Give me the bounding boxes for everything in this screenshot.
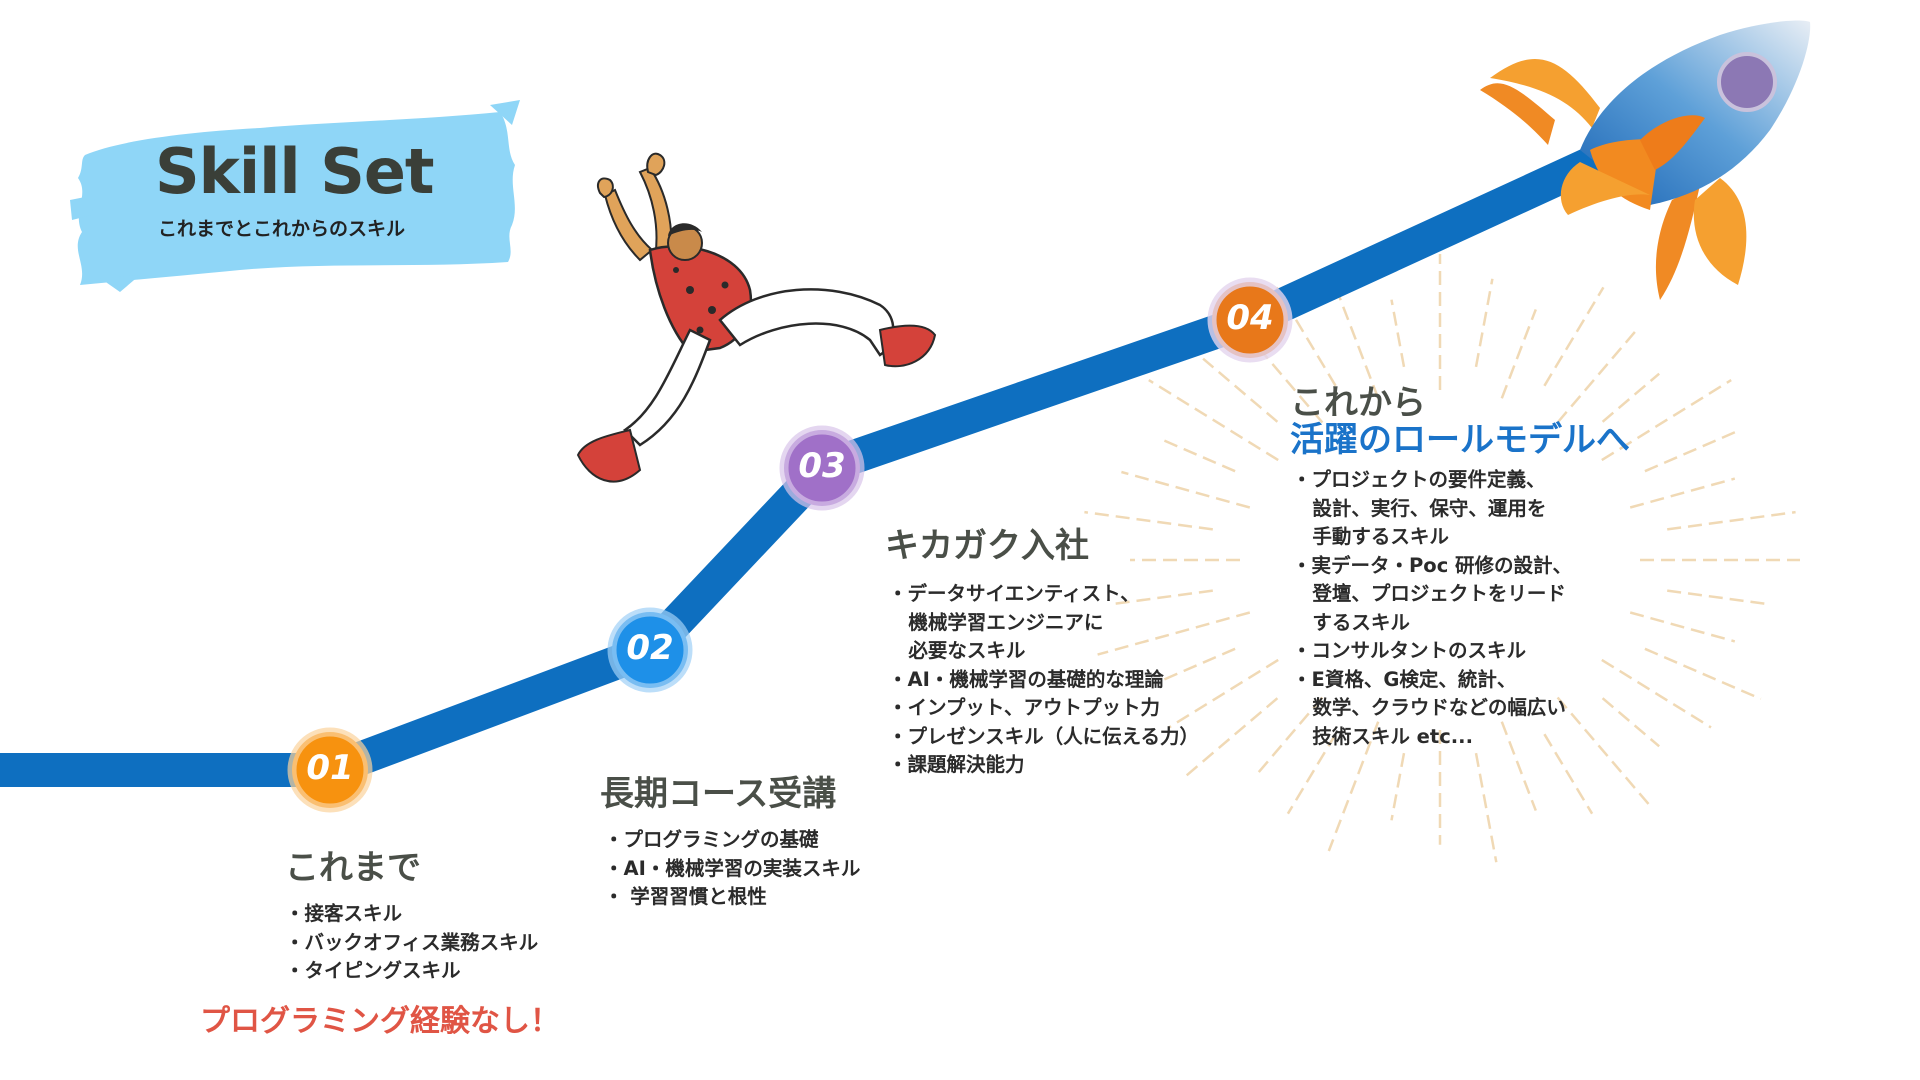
sunburst-ray <box>1163 439 1236 473</box>
step-01-title: これまで <box>285 848 421 888</box>
sunburst-ray <box>1601 697 1661 748</box>
list-item: ・データサイエンティスト、 <box>888 582 1140 605</box>
sunburst-ray <box>1286 733 1337 815</box>
list-item: ・バックオフィス業務スキル <box>285 930 539 954</box>
sunburst-ray <box>1256 345 1324 424</box>
list-item: ・インプット、アウトプット力 <box>888 696 1161 719</box>
sunburst-ray <box>1097 611 1251 656</box>
sunburst-ray <box>1543 733 1594 815</box>
sunburst-decoration <box>1084 254 1800 863</box>
badge-02 <box>607 607 693 693</box>
sunburst-ray <box>1601 658 1712 729</box>
page-subtitle: これまでとこれからのスキル <box>158 218 406 240</box>
no-experience-note: プログラミング経験なし！ <box>200 1004 560 1039</box>
sunburst-ray <box>1148 379 1279 462</box>
list-item: するスキル <box>1292 610 1410 634</box>
badge-number-03: 03 <box>798 446 846 486</box>
sunburst-ray <box>1474 752 1498 863</box>
list-item: 技術スキル etc... <box>1292 724 1473 748</box>
sunburst-ray <box>1474 278 1494 368</box>
sunburst-ray <box>1629 611 1736 643</box>
badge-01 <box>287 727 373 813</box>
badge-number-02: 02 <box>626 628 674 668</box>
sunburst-ray <box>1202 357 1279 423</box>
list-item: ・AI・機械学習の実装スキル <box>604 856 861 880</box>
list-item: ・課題解決能力 <box>888 753 1025 776</box>
sunburst-ray <box>1256 696 1324 775</box>
step-04-title-line1: これから <box>1290 383 1426 423</box>
list-item: ・E資格、G検定、統計、 <box>1292 667 1517 691</box>
sunburst-ray <box>1644 647 1762 701</box>
sunburst-ray <box>1168 658 1279 729</box>
sunburst-ray <box>1390 752 1406 821</box>
sunburst-ray <box>1390 299 1406 368</box>
sunburst-ray <box>1163 647 1236 681</box>
list-item: 機械学習エンジニアに <box>888 610 1104 634</box>
sunburst-ray <box>1108 589 1213 606</box>
list-item: 数学、クラウドなどの幅広い <box>1292 696 1566 719</box>
list-item: ・接客スキル <box>285 902 403 925</box>
badge-03 <box>779 425 865 511</box>
step-03-title: キカガク入社 <box>885 526 1089 566</box>
list-item: ・プログラミングの基礎 <box>604 828 819 851</box>
sunburst-ray <box>1667 510 1796 531</box>
list-item: ・ 学習習慣と根性 <box>604 885 767 908</box>
sunburst-ray <box>1327 721 1380 852</box>
sunburst-ray <box>1335 288 1380 399</box>
step-03-list: ・データサイエンティスト、 機械学習エンジニアに 必要なスキル ・AI・機械学習… <box>888 580 1199 780</box>
sunburst-ray <box>1667 589 1772 606</box>
list-item: ・プロジェクトの要件定義、 <box>1292 468 1546 491</box>
step-02-list: ・プログラミングの基礎 ・AI・機械学習の実装スキル ・ 学習習慣と根性 <box>604 826 860 912</box>
list-item: ・コンサルタントのスキル <box>1292 639 1527 662</box>
step-badges <box>287 277 1293 813</box>
badge-number-04: 04 <box>1226 298 1274 338</box>
growth-path <box>0 134 1628 787</box>
list-item: ・タイピングスキル <box>285 959 461 982</box>
page-title: Skill Set <box>155 135 435 208</box>
jumping-person-illustration <box>576 152 937 483</box>
sunburst-ray <box>1601 372 1661 423</box>
badge-number-01: 01 <box>306 748 354 788</box>
sunburst-ray <box>1084 510 1213 531</box>
step-02-title: 長期コース受講 <box>600 774 837 814</box>
list-item: ・AI・機械学習の基礎的な理論 <box>888 667 1164 691</box>
list-item: 必要なスキル <box>888 639 1026 662</box>
sunburst-ray <box>1543 286 1605 387</box>
step-04-title-line2: 活躍のロールモデルへ <box>1290 420 1630 460</box>
list-item: 設計、実行、保守、運用を <box>1292 496 1547 520</box>
step-01-list: ・接客スキル ・バックオフィス業務スキル ・タイピングスキル <box>285 900 538 986</box>
list-item: 手動するスキル <box>1292 525 1449 548</box>
sunburst-ray <box>1500 308 1537 399</box>
list-item: ・プレゼンスキル（人に伝える力） <box>888 724 1200 748</box>
sunburst-ray <box>1601 379 1732 462</box>
sunburst-ray <box>1644 429 1739 473</box>
step-04-list: ・プロジェクトの要件定義、 設計、実行、保守、運用を 手動するスキル ・実データ… <box>1292 466 1572 751</box>
sunburst-ray <box>1121 470 1251 509</box>
sunburst-ray <box>1629 477 1736 509</box>
badge-04 <box>1207 277 1293 363</box>
sunburst-ray <box>1500 721 1537 812</box>
sunburst-ray <box>1556 696 1653 809</box>
title-brush-stroke <box>77 112 515 285</box>
list-item: ・実データ・Poc 研修の設計、 <box>1292 553 1573 577</box>
list-item: 登壇、プロジェクトをリード <box>1292 582 1566 605</box>
rocket-icon <box>1480 20 1811 300</box>
